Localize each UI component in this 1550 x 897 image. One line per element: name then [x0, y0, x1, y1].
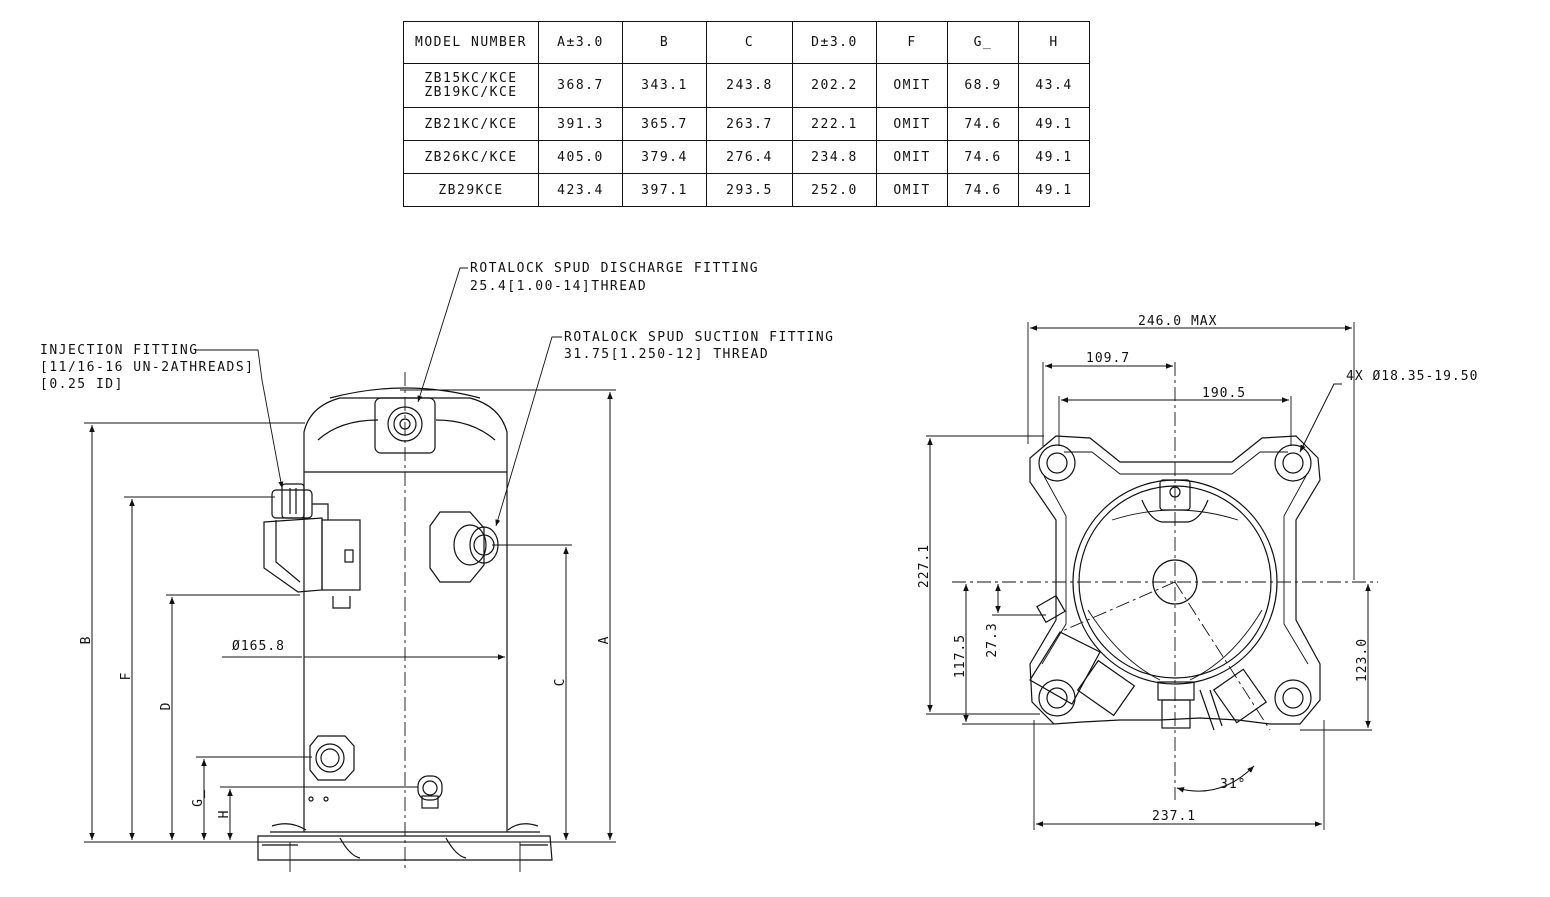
- cell-c: 276.4: [706, 140, 793, 174]
- suction-fitting: [429, 511, 499, 583]
- suction-callout-line2: 31.75[1.250-12] THREAD: [564, 347, 769, 362]
- side-view: [84, 267, 616, 872]
- header-g: G_: [947, 21, 1019, 64]
- dimension-a: A: [597, 636, 612, 645]
- cell-f: OMIT: [876, 63, 948, 108]
- base-width-dimension: 237.1: [1152, 809, 1196, 824]
- cell-f: OMIT: [876, 173, 948, 207]
- cell-c: 263.7: [706, 107, 793, 141]
- cell-model-line: ZB15KC/KCE: [424, 70, 518, 86]
- offset-dimension: 109.7: [1086, 351, 1130, 366]
- discharge-fitting: [374, 397, 436, 454]
- cell-g: 74.6: [947, 173, 1019, 207]
- side-dimension-lines: [89, 392, 613, 840]
- discharge-callout-line2: 25.4[1.00-14]THREAD: [470, 279, 647, 294]
- discharge-callout-line1: ROTALOCK SPUD DISCHARGE FITTING: [470, 261, 759, 276]
- dimension-d: D: [159, 702, 174, 711]
- side-leader-lines: [196, 267, 562, 527]
- table-row: ZB29KCE 423.4 397.1 293.5 252.0 OMIT 74.…: [403, 173, 1090, 207]
- sight-fitting: [417, 775, 443, 809]
- offset-123-dimension: 123.0: [1355, 638, 1370, 682]
- injection-callout-line3: [0.25 ID]: [40, 377, 124, 392]
- cell-a: 368.7: [538, 63, 623, 108]
- cell-h: 49.1: [1018, 107, 1090, 141]
- angle-dimension: 31°: [1220, 777, 1246, 792]
- bolt-spacing-dimension: 190.5: [1202, 386, 1246, 401]
- table-header-row: MODEL NUMBER A±3.0 B C D±3.0 F G_ H: [403, 21, 1090, 64]
- mount-holes: [1038, 444, 1312, 717]
- injection-fitting: [271, 483, 313, 519]
- suction-callout-line1: ROTALOCK SPUD SUCTION FITTING: [564, 330, 834, 345]
- cell-h: 49.1: [1018, 173, 1090, 207]
- top-view-extension-lines: [926, 322, 1372, 830]
- depth-dimension: 227.1: [917, 544, 932, 588]
- mounting-base: [257, 823, 553, 861]
- dimension-h: H: [217, 810, 232, 819]
- header-model-number: MODEL NUMBER: [403, 21, 539, 64]
- cell-c: 293.5: [706, 173, 793, 207]
- offset-117-dimension: 117.5: [953, 634, 968, 678]
- table-row: ZB26KC/KCE 405.0 379.4 276.4 234.8 OMIT …: [403, 140, 1090, 174]
- injection-callout-line1: INJECTION FITTING: [40, 343, 199, 358]
- top-view-centerlines: [952, 362, 1378, 800]
- cell-b: 343.1: [622, 63, 707, 108]
- diameter-dimension: Ø165.8: [232, 639, 285, 654]
- cell-model: ZB29KCE: [403, 173, 539, 207]
- overall-width-dimension: 246.0 MAX: [1138, 314, 1217, 329]
- dimension-f: F: [119, 672, 134, 681]
- cell-g: 68.9: [947, 63, 1019, 108]
- cell-model-line: ZB19KC/KCE: [424, 84, 518, 100]
- dimension-c: C: [553, 678, 568, 687]
- cell-d: 202.2: [792, 63, 877, 108]
- cell-h: 49.1: [1018, 140, 1090, 174]
- cell-d: 252.0: [792, 173, 877, 207]
- header-a: A±3.0: [538, 21, 623, 64]
- cell-b: 397.1: [622, 173, 707, 207]
- model-dimension-table: MODEL NUMBER A±3.0 B C D±3.0 F G_ H ZB15…: [403, 21, 1090, 207]
- mount-hole-callout: 4X Ø18.35-19.50: [1346, 369, 1478, 384]
- header-f: F: [876, 21, 948, 64]
- top-view-dimension-lines: [927, 325, 1371, 827]
- terminal-box: [263, 503, 361, 609]
- cell-h: 43.4: [1018, 63, 1090, 108]
- cell-a: 423.4: [538, 173, 623, 207]
- top-view: [926, 322, 1378, 830]
- cell-model: ZB21KC/KCE: [403, 107, 539, 141]
- offset-27-dimension: 27.3: [985, 622, 1000, 657]
- oil-fitting: [309, 735, 355, 781]
- dimension-g: G_: [191, 789, 206, 807]
- cell-b: 365.7: [622, 107, 707, 141]
- side-extension-lines: [84, 389, 616, 872]
- dimension-b: B: [79, 636, 94, 645]
- injection-callout-line2: [11/16-16 UN-2ATHREADS]: [40, 360, 255, 375]
- base-plate-outline: [1029, 435, 1321, 725]
- cell-g: 74.6: [947, 140, 1019, 174]
- top-view-fittings: [1029, 594, 1268, 731]
- cell-c: 243.8: [706, 63, 793, 108]
